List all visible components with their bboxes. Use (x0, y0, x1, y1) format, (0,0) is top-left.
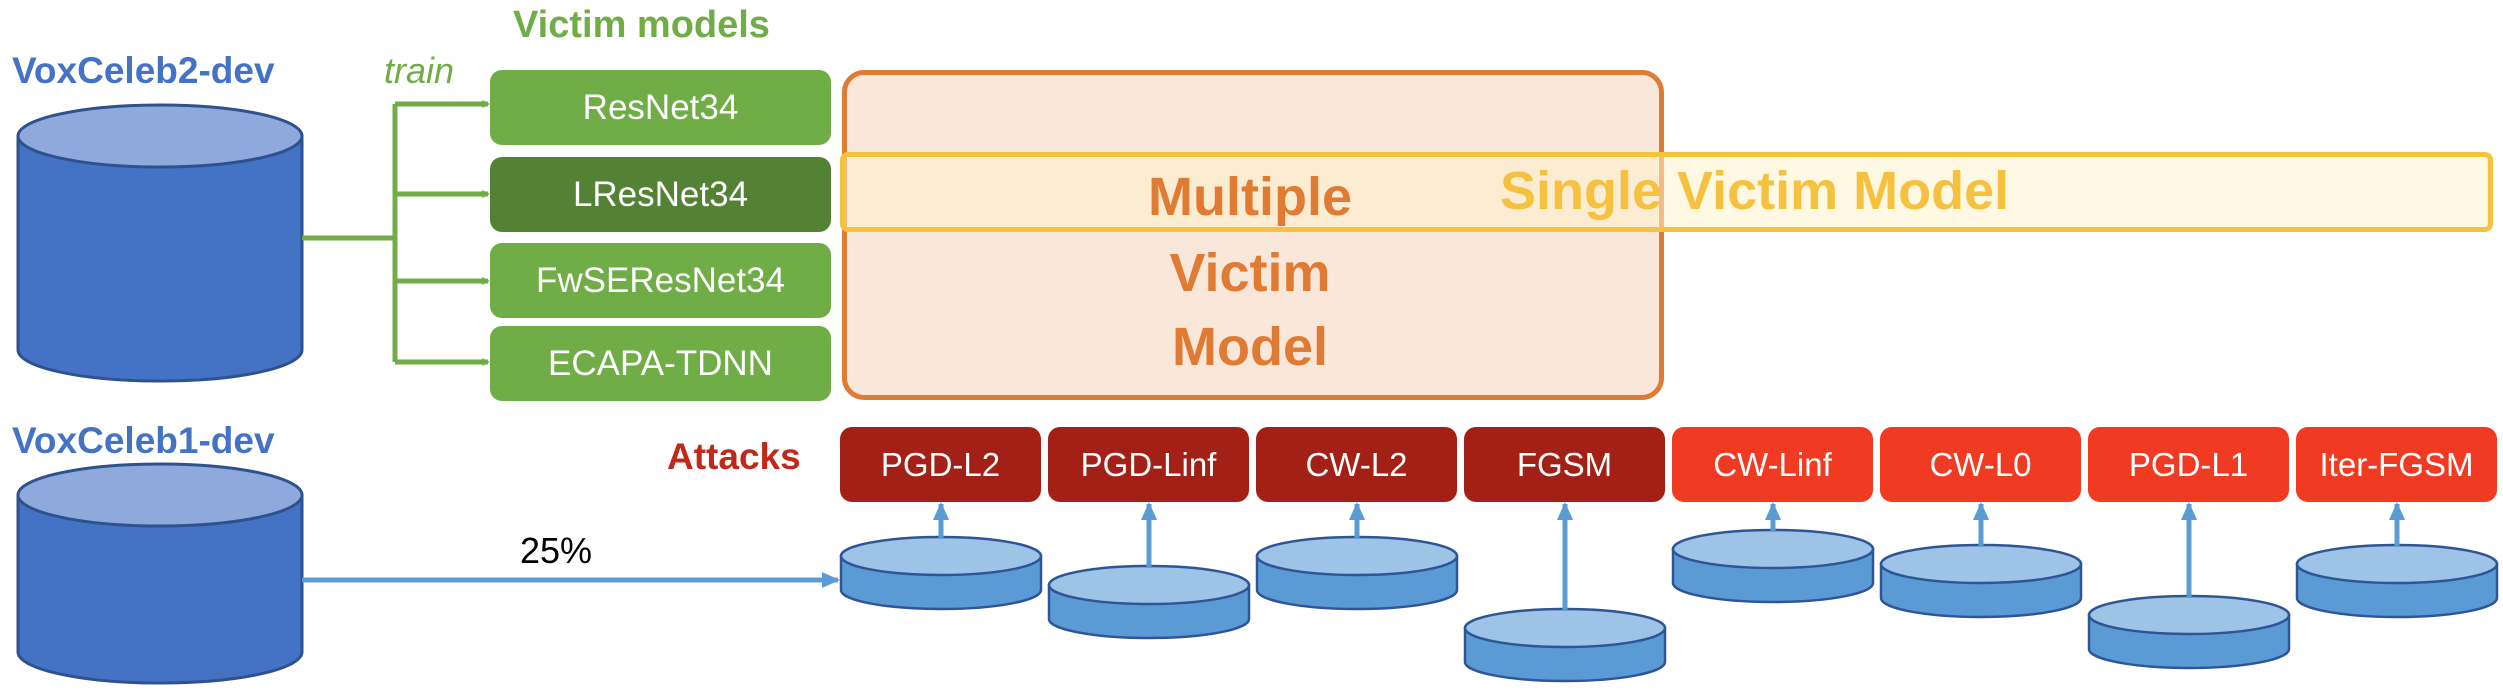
train-connector (302, 100, 490, 366)
disk-cw-linf (1671, 502, 1875, 604)
disk-pgd-linf (1047, 502, 1251, 640)
attack-fgsm: FGSM (1464, 427, 1665, 502)
dataset-label-vc2: VoxCeleb2-dev (12, 50, 275, 91)
attack-cw-l0: CW-L0 (1880, 427, 2081, 502)
dataset-cylinder-vc2 (16, 103, 304, 383)
split-percent-label: 25% (520, 530, 593, 571)
disk-cw-l0 (1879, 502, 2083, 619)
attack-pgd-l1: PGD-L1 (2088, 427, 2289, 502)
attack-pgd-linf: PGD-Linf (1048, 427, 1249, 502)
model-fwseresnet34: FwSEResNet34 (490, 243, 831, 318)
disk-fgsm (1463, 502, 1667, 683)
attack-cw-linf: CW-Linf (1672, 427, 1873, 502)
single-victim-label: Single Victim Model (1500, 161, 2010, 221)
train-label: train (384, 50, 455, 91)
dataset-label-vc1: VoxCeleb1-dev (12, 420, 275, 461)
multiple-label-line2: Victim (1169, 243, 1331, 303)
multiple-label-line3: Model (1172, 317, 1328, 377)
model-resnet34: ResNet34 (490, 70, 831, 145)
attack-pgd-l2: PGD-L2 (840, 427, 1041, 502)
attacks-title: Attacks (667, 436, 801, 477)
multiple-label-line1: Multiple (1148, 167, 1352, 227)
victim-models-title: Victim models (513, 4, 770, 46)
attack-iter-fgsm: Iter-FGSM (2296, 427, 2497, 502)
model-lresnet34: LResNet34 (490, 157, 831, 232)
disk-cw-l2 (1255, 502, 1459, 611)
attack-cw-l2: CW-L2 (1256, 427, 1457, 502)
single-victim-model-box (840, 152, 2493, 232)
multiple-victim-model-box (842, 70, 1664, 400)
dataset-cylinder-vc1 (16, 462, 304, 685)
disk-pgd-l1 (2087, 502, 2291, 670)
disk-iter-fgsm (2295, 502, 2499, 619)
adversarial-disks (839, 502, 2499, 683)
disk-pgd-l2 (839, 502, 1043, 611)
model-ecapa-tdnn: ECAPA-TDNN (490, 326, 831, 401)
